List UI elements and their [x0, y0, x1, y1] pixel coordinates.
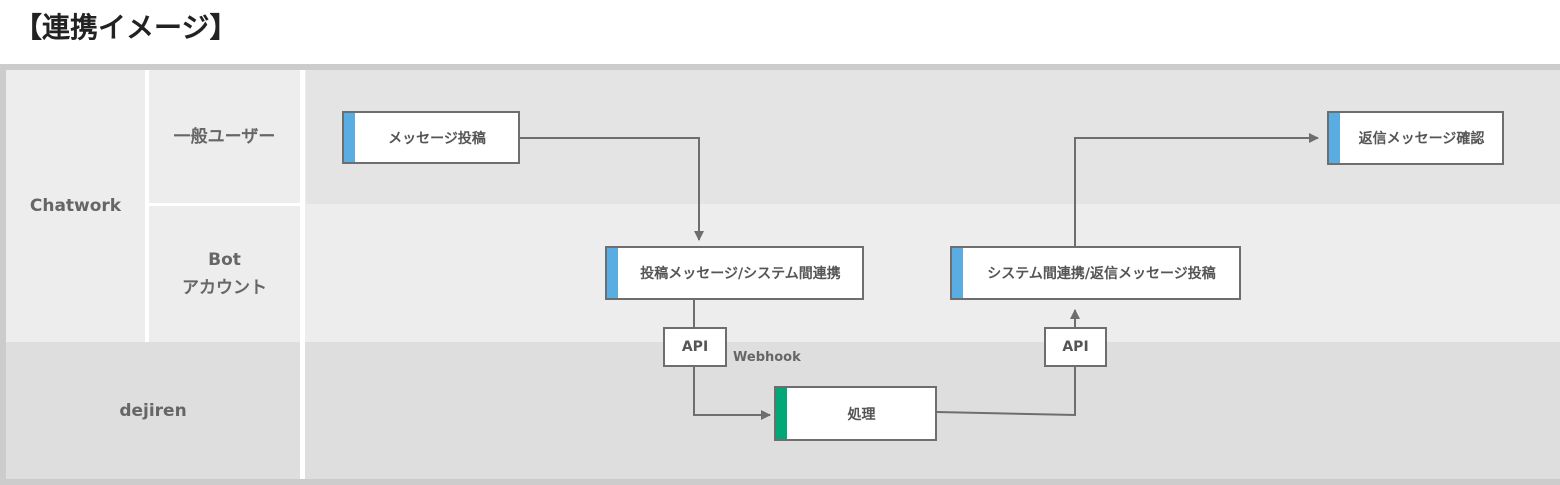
sub-column-divider: [145, 70, 149, 342]
node-accent: [344, 113, 355, 162]
column-divider: [300, 70, 305, 479]
node-label: 処理: [847, 406, 876, 423]
lane-label-chatwork: Chatwork: [29, 196, 122, 216]
node-accent: [607, 248, 618, 298]
page-title: 【連携イメージ】: [14, 11, 238, 44]
lane-label-dejiren: dejiren: [119, 400, 187, 421]
lane-label-bot-line2: アカウント: [182, 278, 267, 298]
node-bot-reply: システム間連携/返信メッセージ投稿: [950, 246, 1241, 300]
node-label: 返信メッセージ確認: [1358, 131, 1485, 147]
api-box-reply: API: [1044, 327, 1107, 367]
node-label: 投稿メッセージ/システム間連携: [640, 266, 841, 282]
webhook-label: Webhook: [733, 350, 801, 365]
lane-label-bot-line1: Bot: [208, 250, 241, 270]
arrow-bot-to-confirm: [1074, 133, 1319, 246]
node-confirm-reply: 返信メッセージ確認: [1327, 111, 1504, 165]
arrow-post-to-bot: [519, 137, 704, 241]
node-post-message: メッセージ投稿: [342, 111, 520, 164]
node-accent: [952, 248, 963, 298]
node-bot-receive: 投稿メッセージ/システム間連携: [605, 246, 864, 300]
node-label: メッセージ投稿: [388, 130, 486, 147]
node-process: 処理: [774, 386, 937, 441]
api-box-webhook: API: [663, 327, 727, 367]
sub-lane-divider: [149, 203, 300, 206]
node-accent: [1329, 113, 1340, 163]
lane-label-user: 一般ユーザー: [173, 126, 276, 147]
node-label: システム間連携/返信メッセージ投稿: [987, 266, 1216, 282]
lane-label-bot: Bot アカウント: [149, 206, 300, 342]
node-accent: [776, 388, 787, 439]
